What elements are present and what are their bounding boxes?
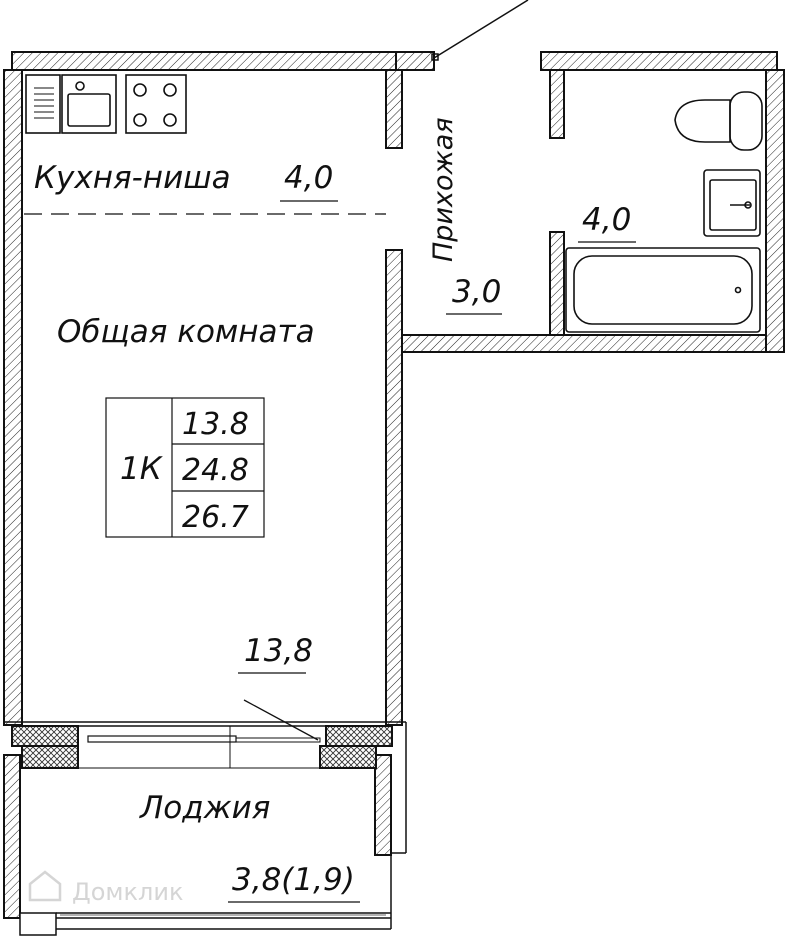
kitchen-area: 4,0	[284, 160, 333, 196]
toilet-icon	[674, 99, 731, 143]
pier-right-bottom	[319, 745, 377, 769]
sink-icon	[61, 74, 117, 134]
pier-left-top	[11, 725, 79, 747]
living-name: Общая комната	[57, 314, 315, 350]
wall-left	[3, 69, 23, 726]
summary-living-area: 13.8	[182, 407, 249, 442]
wall-bath-upper	[549, 69, 565, 139]
wall-bottom-hall	[401, 334, 767, 353]
pier-right-top	[325, 725, 393, 747]
hall-name: Прихожая	[428, 117, 459, 262]
walls	[3, 51, 785, 919]
wall-bath-lower	[549, 231, 565, 336]
watermark: Домклик	[28, 870, 183, 906]
wall-top-left	[11, 51, 397, 71]
wall-right-room	[385, 249, 403, 726]
door-leaf	[243, 699, 319, 741]
watermark-text: Домклик	[72, 878, 183, 906]
entry-door	[431, 0, 529, 61]
bathroom-fixtures	[565, 91, 763, 333]
summary-type: 1К	[120, 451, 164, 487]
counter-icon	[25, 74, 61, 134]
hall-area: 3,0	[452, 274, 501, 310]
wall-right-bath	[765, 69, 785, 353]
summary-table	[105, 397, 265, 538]
window-piers	[11, 725, 393, 769]
summary-total-with-loggia: 26.7	[182, 500, 249, 535]
wall-loggia-right	[374, 754, 392, 856]
loggia-name: Лоджия	[139, 790, 270, 826]
kitchen-fixtures	[25, 74, 187, 134]
loggia-outline	[4, 721, 407, 936]
wall-loggia-left	[3, 754, 21, 919]
loggia-area: 3,8(1,9)	[232, 862, 355, 898]
kitchen-name: Кухня-ниша	[34, 160, 231, 196]
bathroom-area: 4,0	[582, 202, 631, 238]
living-area: 13,8	[244, 633, 313, 669]
washbasin-icon	[703, 169, 761, 237]
wall-stub-upper	[385, 69, 403, 149]
stove-icon	[125, 74, 187, 134]
window	[78, 725, 326, 769]
summary-total-area: 24.8	[182, 453, 249, 488]
pier-left-bottom	[21, 745, 79, 769]
house-icon	[28, 870, 62, 902]
bathtub-icon	[565, 247, 761, 333]
wall-top-bath	[540, 51, 778, 71]
wall-door-jamb	[395, 51, 435, 71]
